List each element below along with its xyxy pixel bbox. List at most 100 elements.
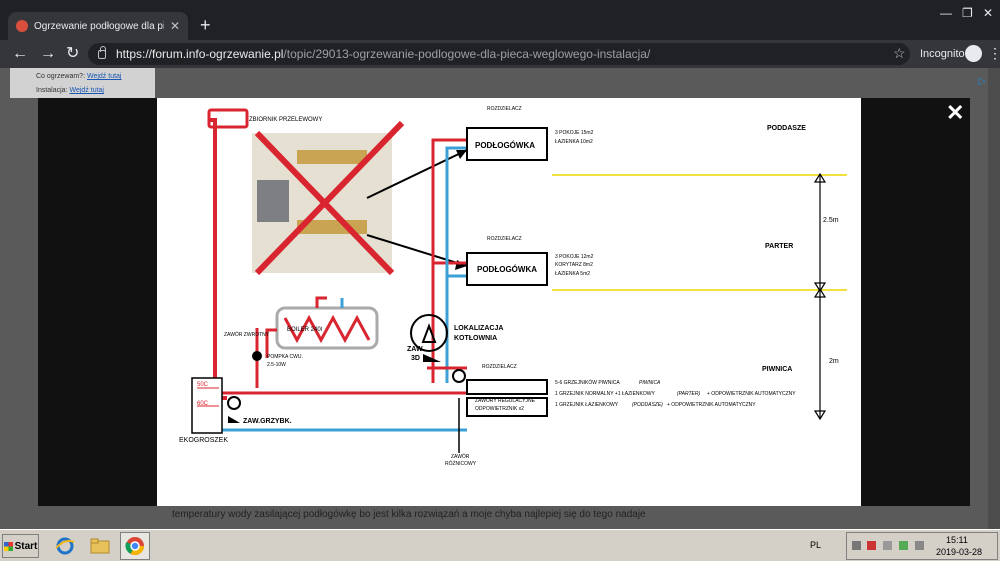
minimize-icon[interactable]: — (940, 6, 952, 20)
start-label: Start (14, 540, 38, 552)
label-temp-60: 60C (197, 401, 209, 407)
label-manifold-attic: ROZDZIELACZ (487, 106, 522, 112)
browser-tab[interactable]: Ogrzewanie podłogowe dla pieca węg ✕ (8, 12, 188, 40)
system-tray (846, 532, 998, 560)
mushroom-valve-pump-icon (227, 396, 241, 410)
menu-kebab-icon[interactable]: ⋮ (988, 45, 1000, 61)
post-signature: Co ogrzewam?: Wejdź tutaj Instalacja: We… (10, 68, 155, 98)
maximize-icon[interactable]: ❐ (962, 6, 973, 20)
pump-cwu-icon (252, 351, 262, 361)
incognito-icon[interactable] (965, 45, 982, 62)
boiler-coil (283, 314, 371, 344)
signature-link-2[interactable]: Wejdź tutaj (69, 87, 104, 94)
label-ground-rooms-3: ŁAZIENKA 5m2 (555, 271, 590, 277)
label-diff-valve-2: RÓŻNICOWY (445, 460, 477, 467)
signature-link-1[interactable]: Wejdź tutaj (86, 73, 122, 80)
ad-choices-icon[interactable]: ▷ (978, 76, 986, 87)
label-attic: PODDASZE (767, 125, 806, 132)
label-attic-rooms-1: 3 POKOJE 15m2 (555, 130, 594, 136)
label-3d-valve-2: 3D (411, 355, 420, 362)
label-mushroom-valve: ZAW.GRZYBK. (243, 418, 292, 425)
label-radiator-2-note: + ODPOWIETRZNIK AUTOMATYCZNY (667, 402, 756, 408)
dimension-arrowhead (813, 282, 827, 293)
boiler-stub (315, 296, 327, 308)
label-radiators-title: 5-6 GRZEJNIKÓW PIWNICA (555, 379, 620, 386)
language-indicator[interactable]: PL (810, 540, 822, 550)
label-ground-floor: PARTER (765, 243, 793, 250)
label-radiators-title-loc: PIWNICA (639, 380, 661, 386)
underfloor-ground-box (466, 252, 548, 286)
signature-label-2: Instalacja: (36, 87, 68, 94)
dimension-arrowhead (813, 410, 827, 421)
label-air-vent: ODPOWIETRZNIK x2 (475, 406, 524, 412)
reload-icon[interactable]: ↻ (66, 45, 80, 62)
address-bar[interactable]: https://forum.info-ogrzewanie.pl/topic/2… (88, 43, 910, 65)
lock-icon (98, 45, 106, 59)
page-viewport: Co ogrzewam?: Wejdź tutaj Instalacja: We… (0, 68, 1000, 529)
dimension-arrowhead (813, 287, 827, 298)
boiler-room-circle (410, 314, 448, 352)
label-diff-valve-1: ZAWÓR (451, 453, 470, 460)
page-scrollbar[interactable] (988, 68, 1000, 529)
radiator-manifold-return (466, 397, 548, 417)
label-3d-valve-1: ZAW. (407, 346, 424, 353)
label-boiler: BOILER 240l (287, 327, 322, 333)
mushroom-valve-icon (228, 416, 240, 423)
label-radiator-1: 1 GRZEJNIK NORMALNY +1 ŁAZIENKOWY (555, 391, 655, 397)
label-temp-50: 50C (197, 382, 209, 388)
tray-volume-icon[interactable] (915, 541, 924, 550)
tab-close-icon[interactable]: ✕ (169, 19, 180, 33)
boiler-room-pump-icon (421, 323, 437, 343)
forward-icon[interactable]: → (40, 45, 56, 62)
label-radiator-1-loc: (PARTER) (677, 391, 700, 397)
label-location-1: LOKALIZACJA (454, 325, 503, 332)
boiler-supply (265, 328, 277, 358)
taskbar-explorer-button[interactable] (85, 532, 115, 560)
tray-printer-icon[interactable] (883, 541, 892, 550)
label-ground-rooms-1: 3 POKOJE 12m2 (555, 254, 594, 260)
taskbar-ie-button[interactable] (50, 532, 80, 560)
new-tab-button[interactable]: + (200, 15, 211, 35)
label-attic-rooms-2: ŁAZIENKA 10m2 (555, 139, 593, 145)
underfloor-attic-box (466, 127, 548, 161)
label-manifold-basement: ROZDZIELACZ (482, 364, 517, 370)
chrome-icon (125, 537, 144, 556)
bookmark-star-icon[interactable]: ☆ (893, 45, 906, 61)
manifold-photo-bar (297, 150, 367, 164)
window-close-icon[interactable]: ✕ (983, 6, 994, 20)
windows-taskbar: Start PL 15:11 2019-03-28 (0, 529, 1000, 561)
label-manifold-ground: ROZDZIELACZ (487, 236, 522, 242)
clock-time[interactable]: 15:11 (946, 535, 968, 545)
tray-expand-icon[interactable] (852, 541, 861, 550)
manifold-photo-pump (257, 180, 289, 222)
back-icon[interactable]: ← (12, 45, 28, 62)
pointer-arrow-down (366, 234, 468, 267)
label-coal-boiler: EKOGROSZEK (179, 437, 228, 444)
signature-label-1: Co ogrzewam?: (36, 73, 86, 80)
return-riser (445, 146, 467, 383)
browser-tab-bar: Ogrzewanie podłogowe dla pieca węg ✕ + —… (0, 0, 1000, 40)
label-height-lower: 2m (829, 358, 839, 365)
label-radiator-1-note: + ODPOWIETRZNIK AUTOMATYCZNY (707, 391, 796, 397)
clock-date[interactable]: 2019-03-28 (936, 547, 983, 557)
label-underfloor-attic: PODŁOGÓWKA (475, 141, 535, 150)
taskbar-chrome-button[interactable] (120, 532, 150, 560)
label-check-valve: ZAWÓR ZWROTNY (224, 331, 270, 338)
url-path: /topic/29013-ogrzewanie-podlogowe-dla-pi… (283, 47, 651, 61)
windows-logo-icon (3, 541, 13, 551)
post-body-text: temperatury wody zasilającej podłogówkę … (172, 509, 646, 520)
supply-riser (431, 138, 467, 383)
radiator-manifold-supply (466, 379, 548, 395)
url-host: https://forum.info-ogrzewanie.pl (116, 47, 284, 61)
label-height-upper: 2.5m (823, 217, 839, 224)
internet-explorer-icon (55, 537, 75, 555)
lightbox-close-icon[interactable]: ✕ (946, 100, 965, 125)
tray-security-icon[interactable] (867, 541, 876, 550)
tray-network-icon[interactable] (899, 541, 908, 550)
incognito-label: Incognito (920, 48, 965, 60)
pointer-arrow-up (366, 149, 468, 199)
start-button[interactable]: Start (2, 534, 39, 558)
label-regulating-valves: ZAWORY REGULACYJNE (475, 398, 536, 404)
label-radiator-2: 1 GRZEJNIK ŁAZIENKOWY (555, 402, 619, 408)
arrowhead (456, 150, 467, 159)
